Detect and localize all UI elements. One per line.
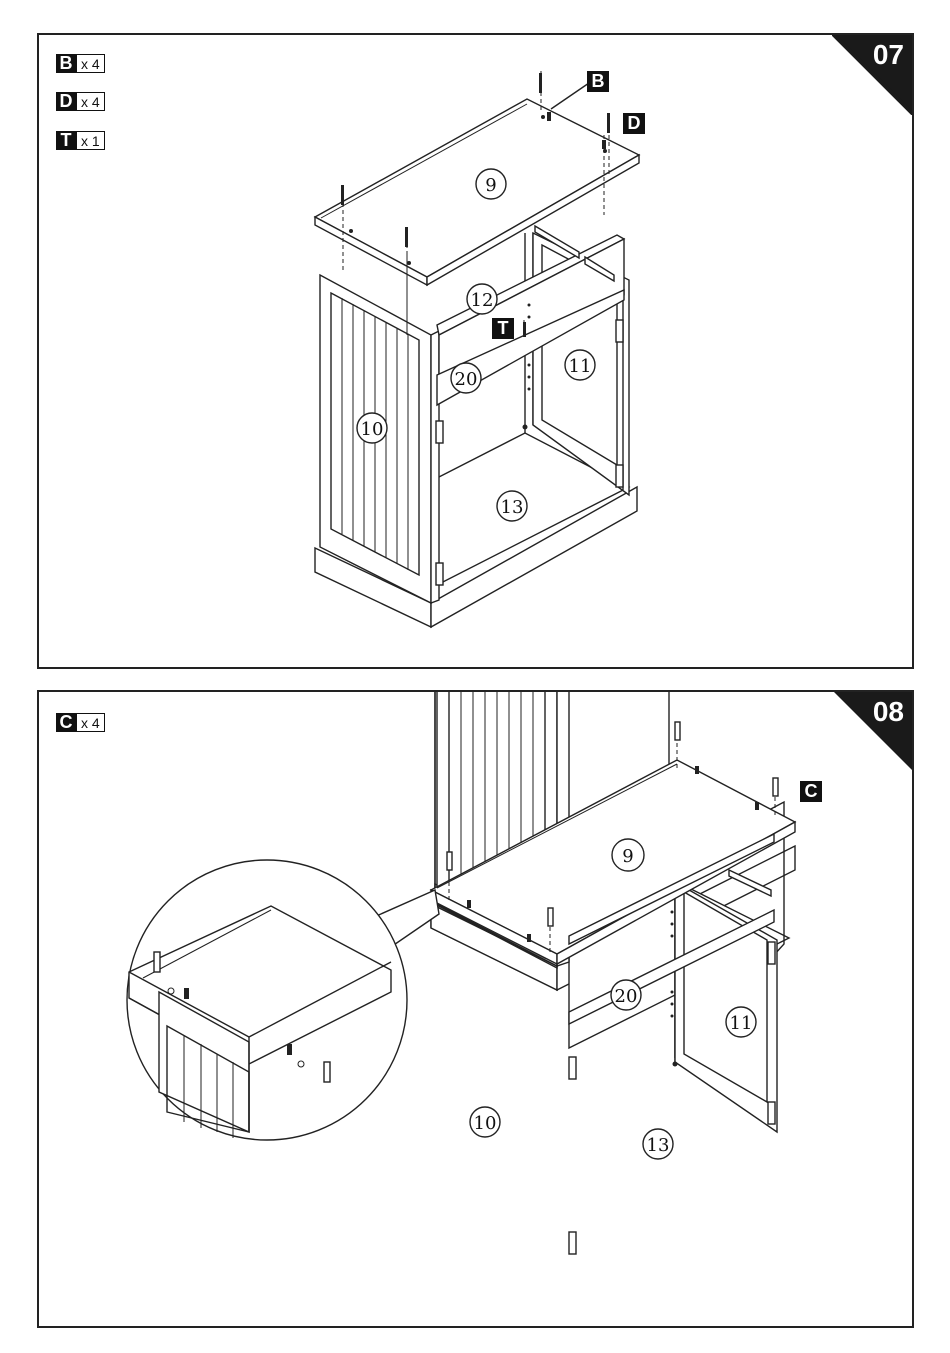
callout-t: T <box>492 318 514 339</box>
part-label-side-left: 10 <box>474 1113 497 1134</box>
callout-b: B <box>587 71 609 92</box>
cabinet-drawing-08: 9 20 11 10 13 <box>39 692 914 1328</box>
part-label-rail-mid: 20 <box>455 369 478 390</box>
part-label-side-right: 11 <box>730 1013 753 1034</box>
callout-d: D <box>623 113 645 134</box>
step-08-panel: 08 C x 4 <box>37 690 914 1328</box>
part-label-bottom: 13 <box>501 497 524 518</box>
part-label-side-left: 10 <box>361 419 384 440</box>
step-07-panel: 07 B x 4 D x 4 T x 1 <box>37 33 914 669</box>
part-label-rail-mid: 20 <box>615 986 638 1007</box>
callout-c: C <box>800 781 822 802</box>
part-label-side-right: 11 <box>569 356 592 377</box>
part-label-top: 9 <box>485 175 496 196</box>
cabinet-drawing-07: 9 12 11 20 10 13 <box>39 35 914 669</box>
part-label-rail-top: 12 <box>471 290 494 311</box>
part-label-top: 9 <box>622 846 633 867</box>
part-label-bottom: 13 <box>647 1135 670 1156</box>
